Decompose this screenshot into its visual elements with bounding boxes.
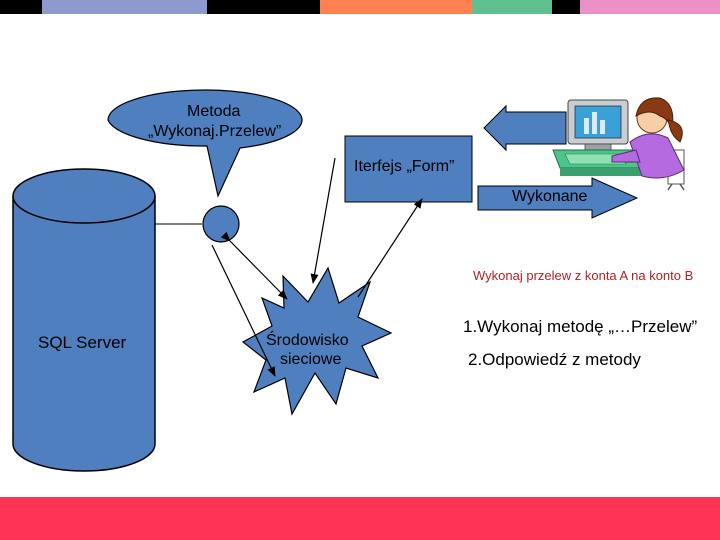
network-label-line2: sieciowe (280, 351, 342, 368)
arrow-box-network (310, 157, 336, 284)
done-arrow (477, 177, 639, 219)
step-2: 2.Odpowiedź z metody (468, 350, 641, 369)
top-strip-segment (320, 0, 472, 14)
database-label: SQL Server (38, 333, 127, 352)
request-note: Wykonaj przelew z konta A na konto B (473, 268, 694, 283)
network-label-line1: Środowisko (266, 332, 349, 349)
top-strip-segment (472, 0, 552, 14)
network-starburst (241, 266, 393, 416)
bottom-color-bar (0, 497, 720, 540)
method-node (202, 205, 240, 243)
callout-title-line1: Metoda (187, 103, 241, 120)
top-strip-segment (552, 0, 580, 14)
arrow-network-arrowhead (357, 198, 423, 298)
top-strip-segment (207, 0, 320, 14)
database-cylinder (12, 168, 156, 472)
top-color-strip (0, 0, 720, 14)
arrow-node-network-low (211, 244, 276, 377)
request-arrow (483, 104, 567, 152)
top-strip-segment (42, 0, 207, 14)
interface-label: Iterfejs „Form” (354, 158, 455, 175)
top-strip-segment (580, 0, 720, 14)
done-arrow-label: Wykonane (512, 188, 588, 205)
step-1: 1.Wykonaj metodę „…Przelew” (463, 317, 698, 336)
person-at-computer-icon (552, 97, 685, 191)
interface-box (344, 135, 473, 203)
method-callout (107, 89, 303, 198)
callout-title-line2: „Wykonaj.Przelew” (148, 123, 282, 140)
arrow-node-network (220, 231, 288, 300)
top-strip-segment (0, 0, 42, 14)
